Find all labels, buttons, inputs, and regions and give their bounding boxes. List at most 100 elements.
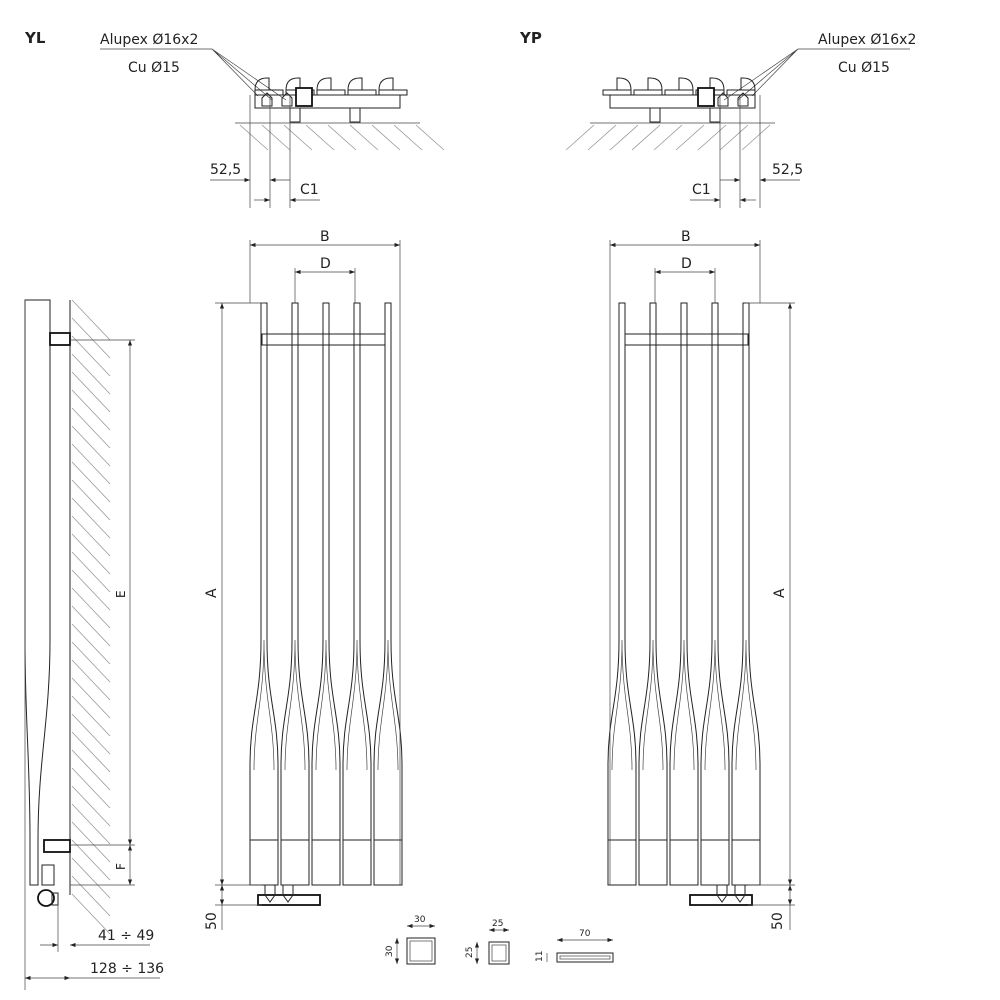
radiator-element-top xyxy=(709,77,725,91)
radiator-element-top xyxy=(678,77,694,91)
top-view-yp xyxy=(565,77,800,208)
wall-hatch xyxy=(71,731,111,773)
element-panel xyxy=(638,839,668,886)
valve-stem xyxy=(41,864,55,886)
wall-hatch xyxy=(71,641,111,683)
dim-b-right: B xyxy=(681,229,691,245)
wall-hatch xyxy=(71,407,111,449)
profile-height: 30 xyxy=(385,945,395,957)
wall-hatch xyxy=(631,124,661,151)
crossbar xyxy=(624,333,749,346)
wall-hatch xyxy=(71,695,111,737)
wall-hatch xyxy=(305,124,335,151)
radiator-element-base xyxy=(378,89,408,96)
element-panel xyxy=(249,839,279,886)
wall-hatch xyxy=(719,124,749,151)
radiator-element xyxy=(342,302,372,886)
wall-hatch xyxy=(71,821,111,863)
radiator-element xyxy=(669,302,699,886)
radiator-element xyxy=(731,302,761,886)
valve-connector xyxy=(734,884,746,903)
wall-hatch xyxy=(71,569,111,611)
dim-c1-right: C1 xyxy=(692,182,711,198)
mounting-bar xyxy=(254,94,401,109)
dim-offset-right: 52,5 xyxy=(772,162,803,178)
wall-hatch xyxy=(71,299,111,341)
top-view-yl xyxy=(210,77,445,208)
wall-hatch xyxy=(71,497,111,539)
radiator-element-top xyxy=(378,77,394,91)
element-panel xyxy=(311,839,341,886)
side-view xyxy=(24,299,160,990)
wall-hatch xyxy=(71,425,111,467)
radiator-element-base xyxy=(254,89,284,96)
wall-hatch xyxy=(71,677,111,719)
radiator-element-base xyxy=(664,89,694,96)
element-twist-line xyxy=(315,639,337,771)
radiator-element-top xyxy=(285,77,301,91)
radiator-element xyxy=(607,302,637,886)
wall-hatch xyxy=(741,124,771,151)
element-panel xyxy=(731,839,761,886)
profile-30x30: 30 30 xyxy=(385,915,436,965)
wall-hatch xyxy=(71,785,111,827)
wall-hatch xyxy=(71,551,111,593)
wall-bracket xyxy=(649,107,661,123)
radiator-element xyxy=(311,302,341,886)
dim-offset-left: 52,5 xyxy=(210,162,241,178)
pipe-label-cu-left: Cu Ø15 xyxy=(128,60,180,76)
crossbar xyxy=(261,333,386,346)
leader-line-left xyxy=(100,48,287,101)
valve-body xyxy=(697,87,715,107)
element-twist-line xyxy=(704,639,726,771)
element-panel xyxy=(342,839,372,886)
radiator-element-top xyxy=(647,77,663,91)
radiator-element-base xyxy=(347,89,377,96)
wall-hatch xyxy=(71,659,111,701)
wall xyxy=(565,122,775,151)
profile-height: 25 xyxy=(465,947,475,958)
front-view-yp xyxy=(607,240,795,930)
wall-hatch xyxy=(71,587,111,629)
wall-hatch xyxy=(71,371,111,413)
wall-bracket xyxy=(289,107,301,123)
wall-hatch xyxy=(71,875,111,917)
valve-cap xyxy=(51,892,59,906)
element-panel xyxy=(280,839,310,886)
wall-hatch xyxy=(71,533,111,575)
wall-bracket xyxy=(709,107,721,123)
wall-hatch xyxy=(71,461,111,503)
profile-25x25: 25 25 xyxy=(465,919,510,965)
dim-e: E xyxy=(114,590,128,598)
radiator-element xyxy=(373,302,403,886)
wall-hatch xyxy=(71,353,111,395)
radiator-element-base xyxy=(602,89,632,96)
wall-hatch xyxy=(609,124,639,151)
dim-a-right: A xyxy=(772,588,788,598)
element-twist-line xyxy=(284,639,306,771)
wall-hatch xyxy=(71,749,111,791)
radiator-element-top xyxy=(316,77,332,91)
wall xyxy=(235,122,445,151)
profile-width: 25 xyxy=(492,919,503,929)
radiator-element xyxy=(700,302,730,886)
radiator-element-top xyxy=(740,77,756,91)
wall-hatch xyxy=(587,124,617,151)
dim-c1-left: C1 xyxy=(300,182,319,198)
radiator-element-base xyxy=(633,89,663,96)
pipe-label-alupex-right: Alupex Ø16x2 xyxy=(818,32,916,48)
wall-hatch xyxy=(565,124,595,151)
wall-hatch xyxy=(653,124,683,151)
element-twist-line xyxy=(253,639,275,771)
valve-body xyxy=(295,87,313,107)
wall-hatch xyxy=(71,443,111,485)
element-twist-line xyxy=(611,639,633,771)
dim-50-right: 50 xyxy=(770,912,786,930)
element-twist-line xyxy=(346,639,368,771)
wall-hatch xyxy=(239,124,269,151)
profile-70x11: 70 11 xyxy=(535,929,614,963)
radiator-element-base xyxy=(726,89,756,96)
wall-hatch xyxy=(71,479,111,521)
wall-hatch xyxy=(71,803,111,845)
